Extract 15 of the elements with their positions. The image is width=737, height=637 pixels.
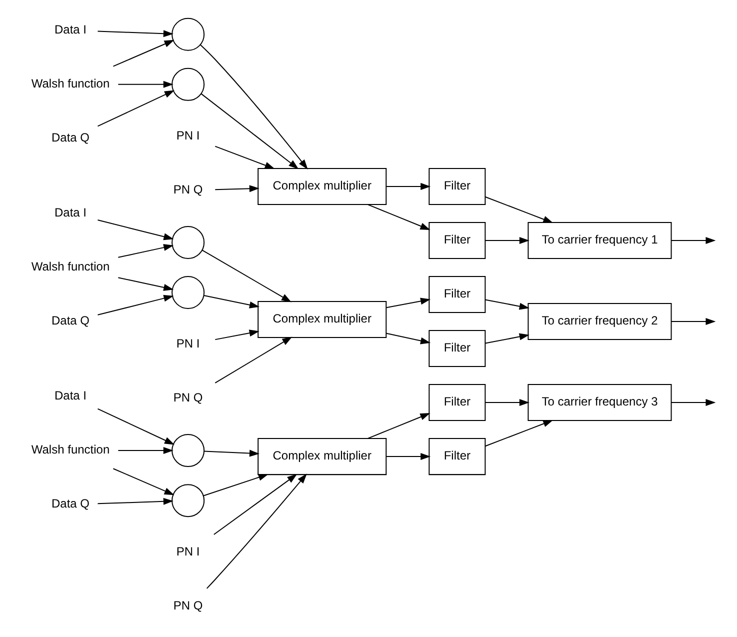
node-text: Data Q <box>51 496 90 511</box>
node-text: Walsh function <box>30 260 110 274</box>
node-text: Walsh function <box>30 76 110 91</box>
node-text: Data I <box>54 388 86 403</box>
node-text: PN I <box>176 544 200 559</box>
node-text: Data Q <box>51 130 90 145</box>
node-text: Data I <box>54 206 86 220</box>
node-text: PN Q <box>172 598 202 613</box>
node-text: Data Q <box>51 314 90 328</box>
node-text: PN Q <box>172 390 202 405</box>
node-text: Data I <box>54 22 86 36</box>
node-text: PN I <box>176 336 200 351</box>
node-text: PN I <box>176 128 200 143</box>
node-text: PN Q <box>172 182 202 197</box>
node-text: Walsh function <box>30 442 110 457</box>
